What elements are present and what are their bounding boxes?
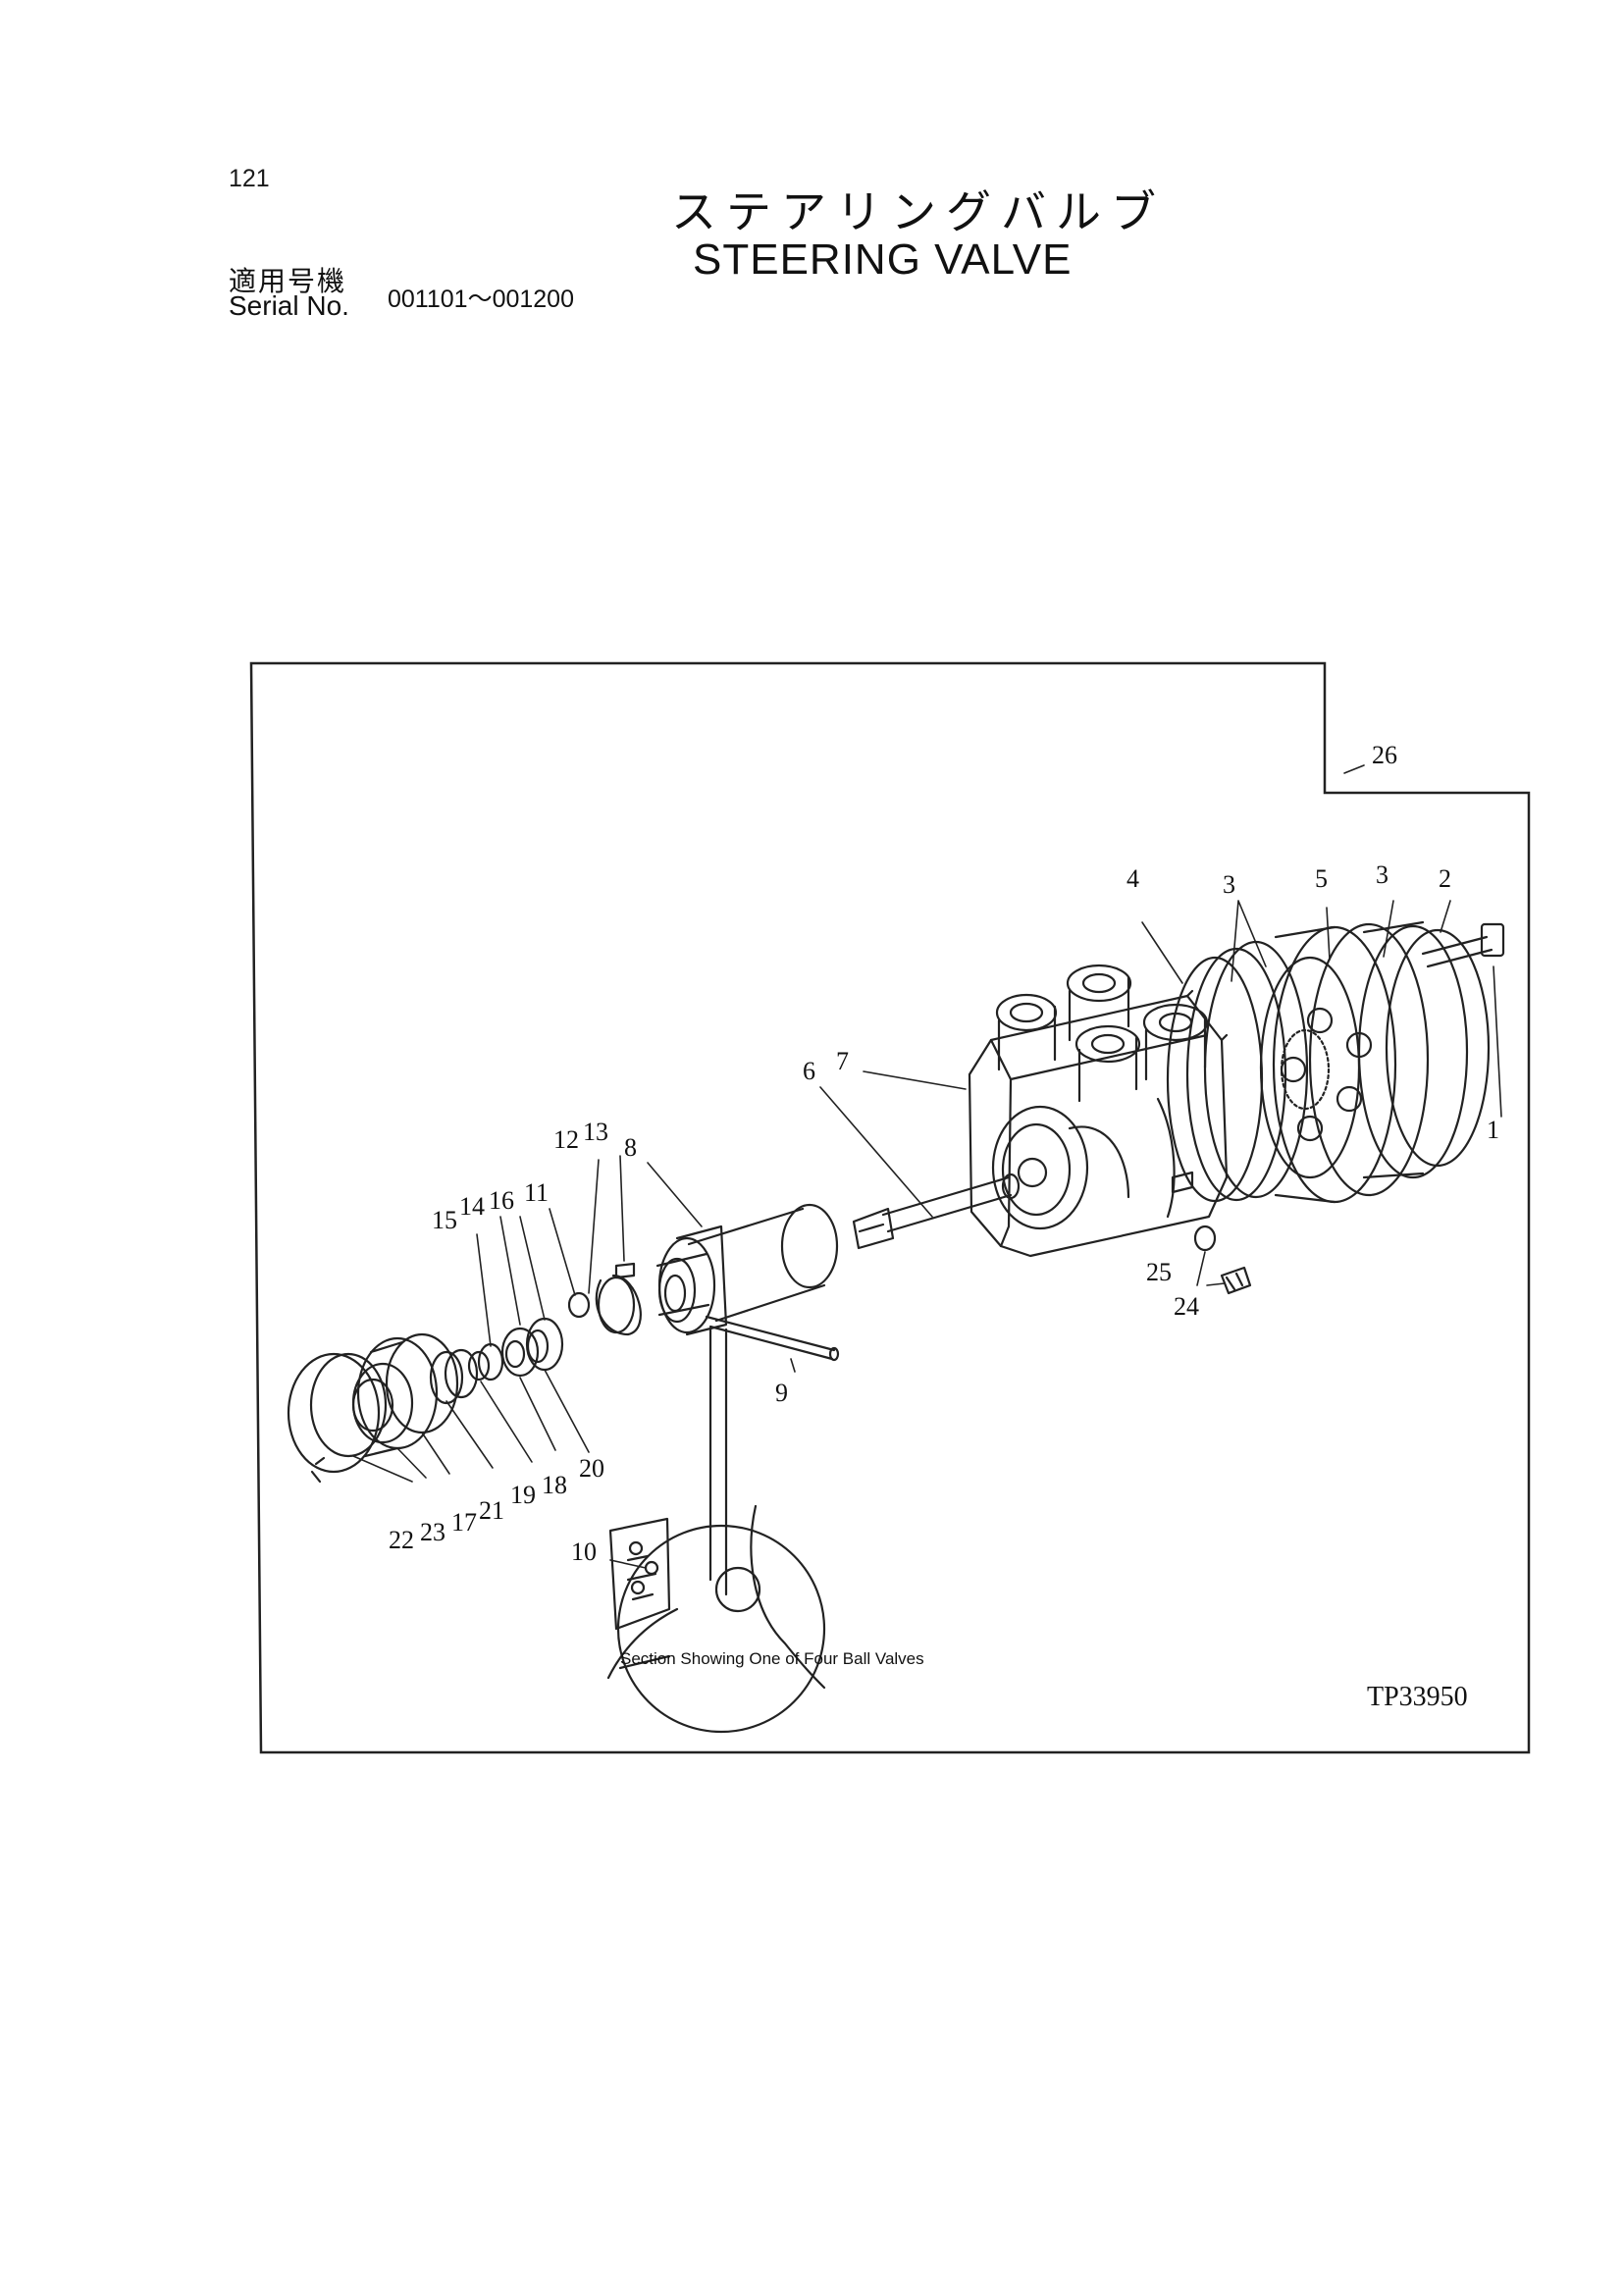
callout-labels: 26 4 3 5 3 2 1 6 7 8 13 12 11 16 14 15 9… (389, 741, 1499, 1566)
port (995, 993, 1058, 1071)
callout-3: 3 (1223, 870, 1235, 899)
sleeve-spool (655, 1203, 839, 1336)
callout-18: 18 (542, 1471, 567, 1499)
plug-and-seal (1193, 1225, 1252, 1295)
page-title: STEERING VALVE (693, 235, 1073, 284)
callout-16: 16 (489, 1186, 514, 1215)
serial-label: Serial No. (229, 290, 349, 321)
callout-19: 19 (510, 1481, 536, 1509)
section-caption: Section Showing One of Four Ball Valves (620, 1649, 924, 1668)
callout-10: 10 (571, 1538, 597, 1566)
callout-5: 4 (1126, 864, 1139, 893)
page-number: 121 (229, 165, 270, 192)
callout-20: 20 (579, 1454, 604, 1483)
cross-pin (705, 1315, 840, 1362)
port (1066, 964, 1132, 1042)
serial-range: 001101～001200 (388, 286, 574, 313)
callout-4: 5 (1315, 864, 1328, 893)
drawing-reference: TP33950 (1367, 1682, 1468, 1712)
front-cap-assembly (309, 1332, 479, 1466)
callout-22: 22 (389, 1526, 414, 1554)
snap-ring (287, 1352, 381, 1484)
callout-26: 26 (1372, 741, 1397, 769)
callout-12: 12 (553, 1125, 579, 1154)
callout-3-second: 3 (1376, 860, 1388, 889)
callout-13: 13 (583, 1118, 608, 1146)
callout-2: 2 (1439, 864, 1451, 893)
callout-7: 7 (836, 1047, 849, 1075)
callout-14: 14 (459, 1192, 485, 1221)
callout-24: 24 (1174, 1292, 1199, 1321)
callout-6: 6 (803, 1057, 815, 1085)
diagram-frame (249, 661, 1531, 1754)
callout-17: 17 (451, 1508, 477, 1537)
callout-23: 23 (420, 1518, 445, 1546)
end-cap-assembly (1259, 920, 1491, 1204)
callout-8: 8 (624, 1133, 637, 1162)
serial-label-japanese: 適用号機 (229, 265, 347, 297)
tie-bolt (1421, 922, 1505, 968)
drive-shaft (852, 1173, 1021, 1250)
callout-15: 15 (432, 1206, 457, 1234)
callout-25: 25 (1146, 1258, 1172, 1286)
leader-lines (352, 764, 1502, 1569)
callout-1: 1 (1487, 1116, 1499, 1144)
callout-11: 11 (524, 1178, 549, 1207)
callout-9: 9 (775, 1379, 788, 1407)
page-title-japanese: ステアリングバルブ (671, 185, 1166, 238)
callout-21: 21 (479, 1496, 504, 1525)
port (1142, 1003, 1209, 1081)
spring-washer-stack (467, 1262, 642, 1382)
valve-housing (968, 964, 1229, 1258)
port (1074, 1024, 1141, 1103)
section-detail (606, 1328, 826, 1734)
